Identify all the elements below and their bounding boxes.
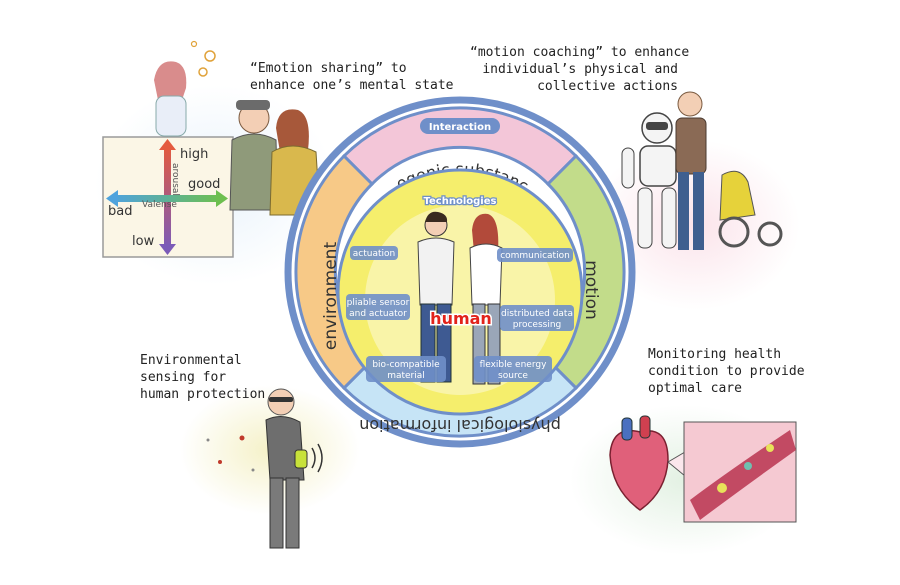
heart-icon bbox=[609, 430, 669, 511]
coach-leg bbox=[678, 172, 689, 250]
particle-icon bbox=[206, 438, 210, 442]
emotion-good-label: good bbox=[188, 177, 220, 192]
environmental-caption-line-3: human protection bbox=[140, 387, 266, 402]
robot-visor bbox=[646, 122, 668, 130]
interaction-label: Interaction bbox=[429, 122, 491, 133]
ring-diagram: Interaction biogenic substance motion en… bbox=[0, 0, 636, 448]
pedestrian-leg bbox=[269, 477, 284, 549]
particle-icon bbox=[218, 460, 222, 464]
coach-head bbox=[677, 91, 703, 117]
pedestrian-glasses bbox=[269, 397, 293, 402]
emotion-chart: high low good bad Valense arousal bbox=[102, 136, 234, 258]
coaching-caption-line-1: “motion coaching” to enhance bbox=[470, 45, 690, 60]
motion-label: motion bbox=[581, 260, 601, 320]
human-label: human bbox=[430, 309, 492, 328]
emotion-valence-label: Valense bbox=[142, 200, 177, 210]
aorta-icon bbox=[639, 415, 651, 439]
wheelchair-wheel bbox=[718, 216, 750, 248]
environmental-caption-line-1: Environmental bbox=[140, 353, 242, 368]
bubble-icon bbox=[198, 67, 208, 77]
particle-icon bbox=[251, 468, 255, 472]
man-figure-hair bbox=[425, 211, 448, 222]
physiological-information-label: physiological information bbox=[359, 416, 561, 435]
monitoring-caption: Monitoring health condition to provide o… bbox=[648, 346, 805, 397]
interaction-tab bbox=[420, 118, 500, 134]
health-monitoring-illustration bbox=[609, 415, 797, 523]
flexible-energy-label-1: flexible energy bbox=[480, 360, 548, 370]
aorta-icon bbox=[621, 417, 633, 441]
wearable-sensor-icon bbox=[294, 449, 308, 469]
motion-coaching-illustration bbox=[621, 91, 783, 250]
valence-arrow bbox=[114, 195, 220, 202]
distributed-data-label-1: distributed data bbox=[501, 309, 573, 319]
signal-waves-icon bbox=[311, 443, 323, 473]
flexible-energy-pill bbox=[474, 356, 552, 382]
flexible-energy-label-2: source bbox=[498, 371, 528, 381]
emotion-caption-line-1: “Emotion sharing” to bbox=[250, 61, 407, 76]
distributed-data-pill bbox=[500, 305, 574, 331]
monitoring-caption-line-2: condition to provide bbox=[648, 364, 805, 379]
pliable-sensor-label-2: and actuator bbox=[349, 309, 407, 319]
actuation-label: actuation bbox=[353, 249, 395, 259]
arousal-arrow-down-head bbox=[159, 244, 176, 255]
bubble-icon bbox=[190, 40, 198, 48]
emotion-caption: “Emotion sharing” to enhance one’s menta… bbox=[250, 60, 454, 94]
woman-figure-top bbox=[469, 243, 503, 306]
emotion-caption-line-2: enhance one’s mental state bbox=[250, 78, 454, 93]
wheelchair-seat bbox=[719, 170, 756, 221]
emotion-sharing-people-illustration bbox=[154, 40, 321, 216]
bubble-icon bbox=[204, 50, 216, 62]
coaching-caption: “motion coaching” to enhance individual’… bbox=[470, 44, 690, 95]
communication-label: communication bbox=[500, 251, 570, 261]
bio-compatible-label-2: material bbox=[387, 371, 425, 381]
valence-arrow-left-head bbox=[106, 190, 118, 207]
girl-body bbox=[155, 95, 187, 137]
pedestrian-leg bbox=[285, 477, 300, 549]
coaching-caption-line-3: collective actions bbox=[537, 79, 678, 94]
girl-hair bbox=[154, 61, 187, 100]
bio-compatible-label-1: bio-compatible bbox=[372, 360, 440, 370]
callout-pointer bbox=[667, 451, 686, 478]
emotion-low-label: low bbox=[132, 234, 155, 249]
communication-pill bbox=[497, 248, 573, 262]
monitoring-caption-line-3: optimal care bbox=[648, 381, 742, 396]
pedestrian-body bbox=[265, 416, 305, 481]
environmental-sensing-illustration bbox=[206, 388, 323, 549]
coach-leg bbox=[693, 172, 704, 250]
monitoring-caption-line-1: Monitoring health bbox=[648, 347, 782, 362]
blood-cell-icon bbox=[717, 483, 727, 493]
robot-leg bbox=[661, 187, 677, 249]
distributed-data-label-2: processing bbox=[513, 320, 562, 330]
blood-cell-icon bbox=[744, 462, 752, 470]
blood-vessel bbox=[690, 430, 796, 520]
coach-body bbox=[675, 117, 707, 175]
woman-hair bbox=[276, 109, 309, 152]
man-figure-shirt bbox=[417, 237, 455, 306]
actuation-pill bbox=[350, 246, 398, 260]
robot-torso bbox=[639, 145, 677, 187]
robot-arm bbox=[621, 147, 635, 189]
environmental-caption-line-2: sensing for bbox=[140, 370, 227, 385]
arousal-arrow-up-head bbox=[159, 139, 176, 150]
robot-leg bbox=[637, 187, 653, 249]
woman-figure-hair bbox=[472, 213, 499, 252]
man-hat bbox=[236, 100, 270, 110]
wheelchair-wheel bbox=[757, 221, 783, 247]
pliable-sensor-label-1: pliable sensor bbox=[347, 298, 410, 308]
environment-label: environment bbox=[321, 242, 341, 351]
bio-compatible-pill bbox=[366, 356, 446, 382]
particle-icon bbox=[239, 435, 245, 441]
pliable-sensor-pill bbox=[346, 294, 410, 320]
coaching-caption-line-2: individual’s physical and bbox=[482, 62, 678, 77]
environmental-caption: Environmental sensing for human protecti… bbox=[140, 352, 265, 403]
emotion-high-label: high bbox=[180, 147, 208, 162]
emotion-arousal-label: arousal bbox=[170, 163, 180, 196]
blood-cell-icon bbox=[766, 444, 774, 452]
technologies-label: Technologies bbox=[424, 196, 497, 207]
valence-arrow-right-head bbox=[216, 190, 228, 207]
emotion-bad-label: bad bbox=[108, 204, 132, 219]
